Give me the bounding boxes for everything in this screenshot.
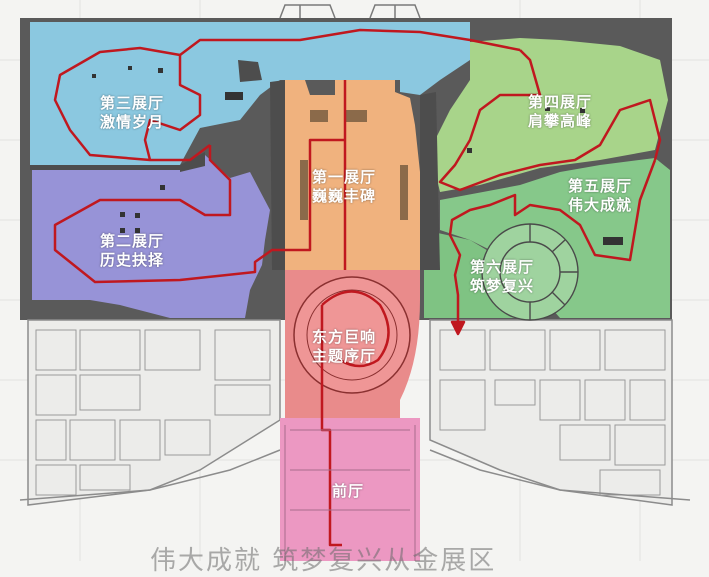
front-hall-area xyxy=(280,418,420,561)
hall-three-area xyxy=(30,22,470,165)
hall-one-name: 第一展厅 xyxy=(312,168,377,186)
front-hall-name: 前厅 xyxy=(332,482,365,500)
route-hall-four xyxy=(438,49,662,192)
hall-three-name: 第三展厅 xyxy=(100,94,165,112)
front-hall-stairs xyxy=(284,425,416,561)
route-hall-two xyxy=(53,138,345,284)
hall-one-label: 第一展厅 巍巍丰碑 xyxy=(312,168,376,206)
front-hall-label: 前厅 xyxy=(332,482,364,501)
lower-wing-plan xyxy=(27,319,673,506)
hall-four-theme: 肩攀高峰 xyxy=(528,112,593,130)
interior-walls xyxy=(30,60,440,270)
hall-four-area xyxy=(430,38,668,192)
entrance-plaza xyxy=(19,449,691,501)
hall-six-name: 第六展厅 xyxy=(470,258,535,276)
hall-three-theme: 激情岁月 xyxy=(100,113,165,131)
hall-four-name: 第四展厅 xyxy=(528,93,593,111)
hall-four-label: 第四展厅 肩攀高峰 xyxy=(528,93,592,131)
route-hall-three xyxy=(53,46,211,162)
hall-five-theme: 伟大成就 xyxy=(568,196,633,214)
route-hall-five xyxy=(448,159,657,325)
top-entrance-details xyxy=(279,4,421,19)
hall-six-theme: 筑梦复兴 xyxy=(470,277,535,295)
route-theme-hall xyxy=(321,290,390,368)
route-exit-arrow xyxy=(450,320,466,336)
hall-one-area xyxy=(285,80,420,270)
hall-three-label: 第三展厅 激情岁月 xyxy=(100,94,164,132)
visitor-route xyxy=(53,28,662,547)
theme-hall-subtitle: 主题序厅 xyxy=(312,347,377,365)
hall-two-name: 第二展厅 xyxy=(100,232,165,250)
hall-two-label: 第二展厅 历史抉择 xyxy=(100,232,164,270)
bottom-caption: 伟大成就 筑梦复兴从金展区 xyxy=(150,546,497,576)
theme-hall-inner-ring xyxy=(306,289,398,381)
museum-floor-plan xyxy=(0,0,709,561)
theme-hall-name: 东方巨响 xyxy=(312,328,377,346)
hall-two-theme: 历史抉择 xyxy=(100,251,165,269)
spiral-staircase xyxy=(481,223,579,321)
theme-hall-label: 东方巨响 主题序厅 xyxy=(312,328,376,366)
hall-one-theme: 巍巍丰碑 xyxy=(312,187,377,205)
exhibit-fixtures xyxy=(92,66,623,245)
hall-six-label: 第六展厅 筑梦复兴 xyxy=(470,258,534,296)
route-hall-three-top xyxy=(179,28,521,56)
hall-five-name: 第五展厅 xyxy=(568,177,633,195)
hall-five-label: 第五展厅 伟大成就 xyxy=(568,177,632,215)
